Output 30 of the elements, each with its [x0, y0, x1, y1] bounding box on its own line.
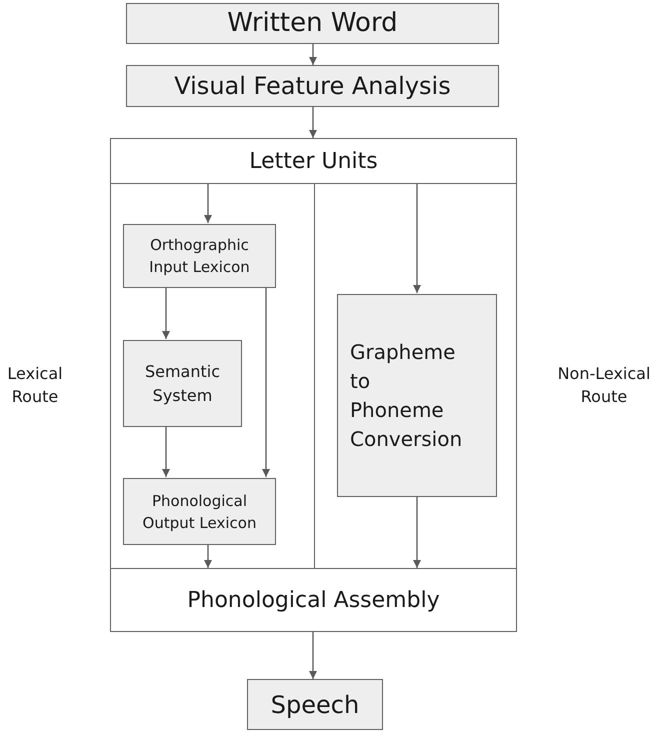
node-label: Visual Feature Analysis: [174, 71, 451, 102]
node-label: Semantic System: [144, 360, 222, 406]
route-label: Lexical Route: [6, 363, 64, 408]
arrow: [204, 184, 212, 223]
arrow: [413, 184, 421, 293]
process-box: [123, 478, 276, 545]
process-box: [247, 679, 383, 730]
node-label: Phonological Assembly: [187, 586, 440, 614]
node-label: Grapheme to Phoneme Conversion: [350, 338, 462, 452]
stage-band: [110, 568, 517, 632]
stage-band: [110, 138, 517, 184]
process-box: [123, 340, 242, 427]
arrow: [413, 496, 421, 568]
process-box: [123, 224, 276, 288]
arrow: [309, 632, 317, 679]
arrow: [204, 544, 212, 568]
node-label: Speech: [270, 690, 360, 720]
arrow: [309, 107, 317, 138]
node-label: Phonological Output Lexicon: [142, 490, 258, 534]
arrow: [162, 426, 170, 477]
node-label: Orthographic Input Lexicon: [148, 235, 251, 278]
arrow: [262, 287, 270, 477]
route-label: Non-Lexical Route: [556, 363, 652, 408]
node-label: Written Word: [227, 7, 398, 40]
process-box: [126, 65, 499, 107]
arrow: [309, 44, 317, 65]
node-label: Letter Units: [249, 148, 378, 176]
process-box: [126, 3, 499, 44]
process-box: [337, 294, 497, 497]
arrow: [162, 287, 170, 339]
